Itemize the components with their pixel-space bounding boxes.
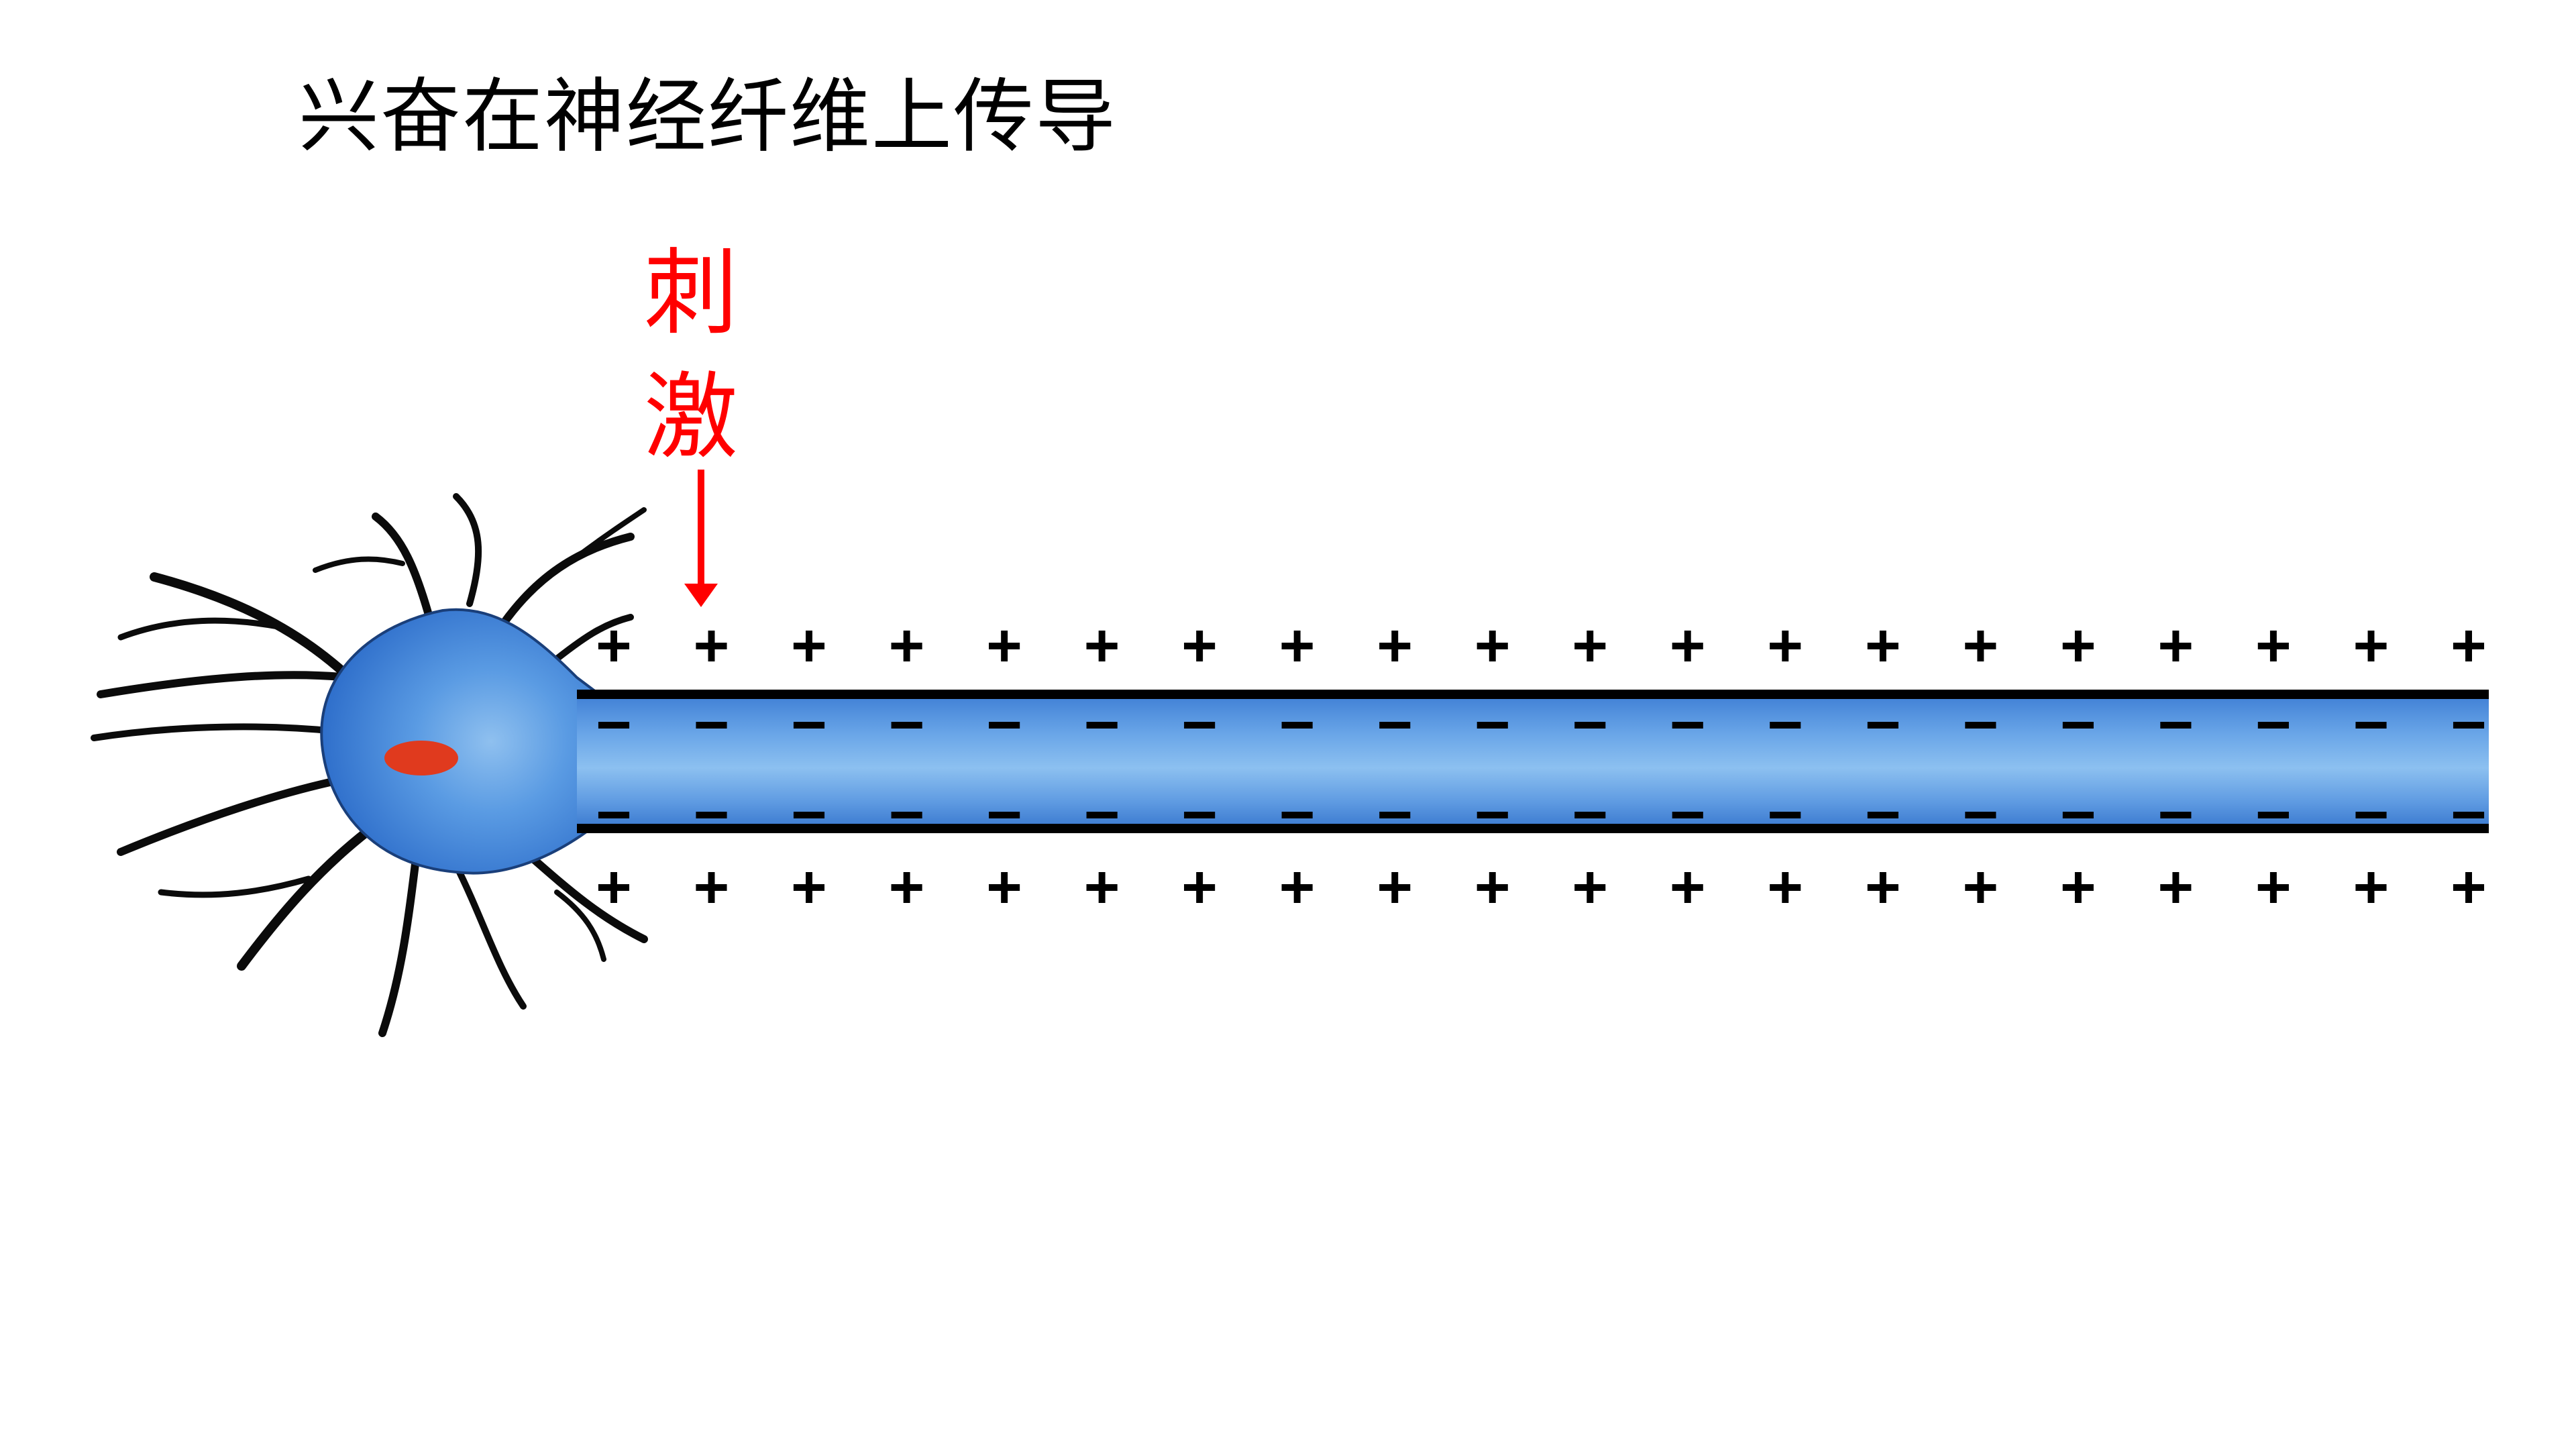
inner-charge-minus: − [2451, 780, 2486, 847]
outer-charge-plus: + [1866, 611, 1900, 678]
inner-charge-minus: − [987, 690, 1022, 757]
outer-charge-plus: + [987, 611, 1022, 678]
slide-title: 兴奋在神经纤维上传导 [299, 70, 1117, 164]
outer-charge-plus: + [2159, 853, 2194, 920]
outer-charge-plus: + [1085, 611, 1120, 678]
inner-charge-minus: − [1182, 690, 1217, 757]
inner-charges-bottom: −−−−−−−−−−−−−−−−−−−− [596, 780, 2486, 847]
inner-charge-minus: − [1377, 690, 1412, 757]
inner-charge-minus: − [1572, 690, 1607, 757]
outer-charge-plus: + [2061, 853, 2096, 920]
inner-charge-minus: − [2159, 690, 2194, 757]
outer-charge-plus: + [1572, 611, 1607, 678]
outer-charge-plus: + [2451, 853, 2486, 920]
outer-charge-plus: + [890, 611, 924, 678]
inner-charge-minus: − [1963, 690, 1998, 757]
outer-charge-plus: + [1963, 853, 1998, 920]
inner-charge-minus: − [1085, 780, 1120, 847]
outer-charge-plus: + [1866, 853, 1900, 920]
outer-charge-plus: + [2061, 611, 2096, 678]
stimulus-label-line1: 刺 [643, 239, 738, 348]
inner-charge-minus: − [1377, 780, 1412, 847]
inner-charge-minus: − [792, 780, 826, 847]
cell-body [320, 608, 605, 875]
outer-charge-plus: + [2159, 611, 2194, 678]
inner-charge-minus: − [1475, 780, 1510, 847]
outer-charge-plus: + [596, 611, 631, 678]
inner-charge-minus: − [2451, 690, 2486, 757]
outer-charge-plus: + [596, 853, 631, 920]
outer-charge-plus: + [2256, 611, 2291, 678]
inner-charge-minus: − [596, 690, 631, 757]
stimulus-label: 刺 激 [637, 231, 745, 480]
outer-charge-plus: + [1768, 853, 1803, 920]
outer-charge-plus: + [890, 853, 924, 920]
inner-charge-minus: − [1280, 780, 1315, 847]
inner-charges-top: −−−−−−−−−−−−−−−−−−−− [596, 690, 2486, 757]
outer-charge-plus: + [1085, 853, 1120, 920]
outer-charge-plus: + [1475, 611, 1510, 678]
outer-charge-plus: + [987, 853, 1022, 920]
outer-charge-plus: + [694, 611, 729, 678]
inner-charge-minus: − [1085, 690, 1120, 757]
inner-charge-minus: − [2061, 780, 2096, 847]
outer-charge-plus: + [1377, 611, 1412, 678]
inner-charge-minus: − [792, 690, 826, 757]
inner-charge-minus: − [890, 690, 924, 757]
outer-charge-plus: + [1963, 611, 1998, 678]
outer-charge-plus: + [1377, 853, 1412, 920]
axon [577, 694, 2489, 828]
outer-charge-plus: + [2354, 853, 2389, 920]
outer-charge-plus: + [1182, 611, 1217, 678]
outer-charges-top: + + + + + + + + + + + + + + + + + + + + [596, 611, 2486, 678]
inner-charge-minus: − [2256, 690, 2291, 757]
inner-charge-minus: − [1670, 780, 1705, 847]
inner-charge-minus: − [1182, 780, 1217, 847]
inner-charge-minus: − [1866, 780, 1900, 847]
inner-charge-minus: − [1768, 690, 1803, 757]
inner-charge-minus: − [1572, 780, 1607, 847]
outer-charge-plus: + [2354, 611, 2389, 678]
inner-charge-minus: − [694, 780, 729, 847]
outer-charge-plus: + [2256, 853, 2291, 920]
outer-charge-plus: + [1670, 853, 1705, 920]
inner-charge-minus: − [987, 780, 1022, 847]
inner-charge-minus: − [2061, 690, 2096, 757]
outer-charge-plus: + [792, 611, 826, 678]
outer-charge-plus: + [1572, 853, 1607, 920]
outer-charge-plus: + [694, 853, 729, 920]
inner-charge-minus: − [1768, 780, 1803, 847]
inner-charge-minus: − [1670, 690, 1705, 757]
inner-charge-minus: − [1866, 690, 1900, 757]
outer-charge-plus: + [1768, 611, 1803, 678]
outer-charges-bottom: + + + + + + + + + + + + + + + + + + + + [596, 853, 2486, 920]
outer-charge-plus: + [1670, 611, 1705, 678]
inner-charge-minus: − [694, 690, 729, 757]
inner-charge-minus: − [1280, 690, 1315, 757]
inner-charge-minus: − [1963, 780, 1998, 847]
inner-charge-minus: − [596, 780, 631, 847]
nucleus [384, 741, 458, 775]
inner-charge-minus: − [2354, 690, 2389, 757]
outer-charge-plus: + [1280, 853, 1315, 920]
inner-charge-minus: − [2256, 780, 2291, 847]
arrow-down-icon [684, 470, 718, 607]
stimulus-label-line2: 激 [643, 363, 738, 472]
outer-charge-plus: + [1182, 853, 1217, 920]
outer-charge-plus: + [1280, 611, 1315, 678]
outer-charge-plus: + [2451, 611, 2486, 678]
inner-charge-minus: − [1475, 690, 1510, 757]
inner-charge-minus: − [2159, 780, 2194, 847]
inner-charge-minus: − [2354, 780, 2389, 847]
inner-charge-minus: − [890, 780, 924, 847]
outer-charge-plus: + [1475, 853, 1510, 920]
outer-charge-plus: + [792, 853, 826, 920]
